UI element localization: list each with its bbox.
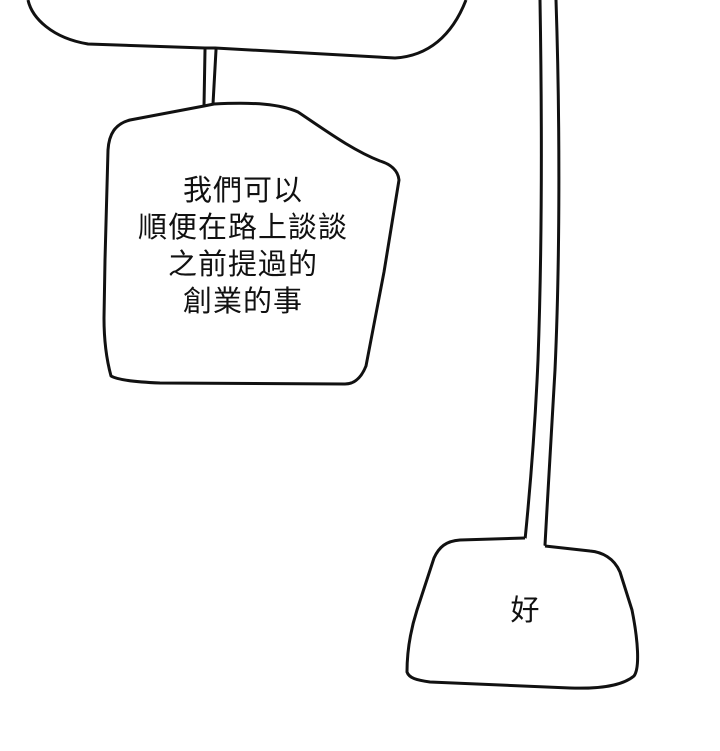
speech-balloon-2 [405, 536, 640, 690]
dialogue-line: 我們可以 [182, 173, 303, 207]
tail-line-outer [523, 0, 543, 542]
balloon-connector-left [202, 48, 207, 108]
tail-line-inner [543, 0, 561, 547]
speech-balloon-1-text: 我們可以 順便在路上談談 之前提過的 創業的事 [112, 172, 374, 320]
dialogue-line: 順便在路上談談 [137, 210, 348, 244]
dialogue-line: 創業的事 [182, 284, 303, 318]
top-speech-balloon [26, 0, 468, 60]
speech-balloon-2-text: 好 [510, 593, 540, 627]
balloon-connector-right [211, 48, 218, 106]
speech-balloon-1 [102, 101, 401, 386]
dialogue-line: 之前提過的 [167, 247, 318, 281]
